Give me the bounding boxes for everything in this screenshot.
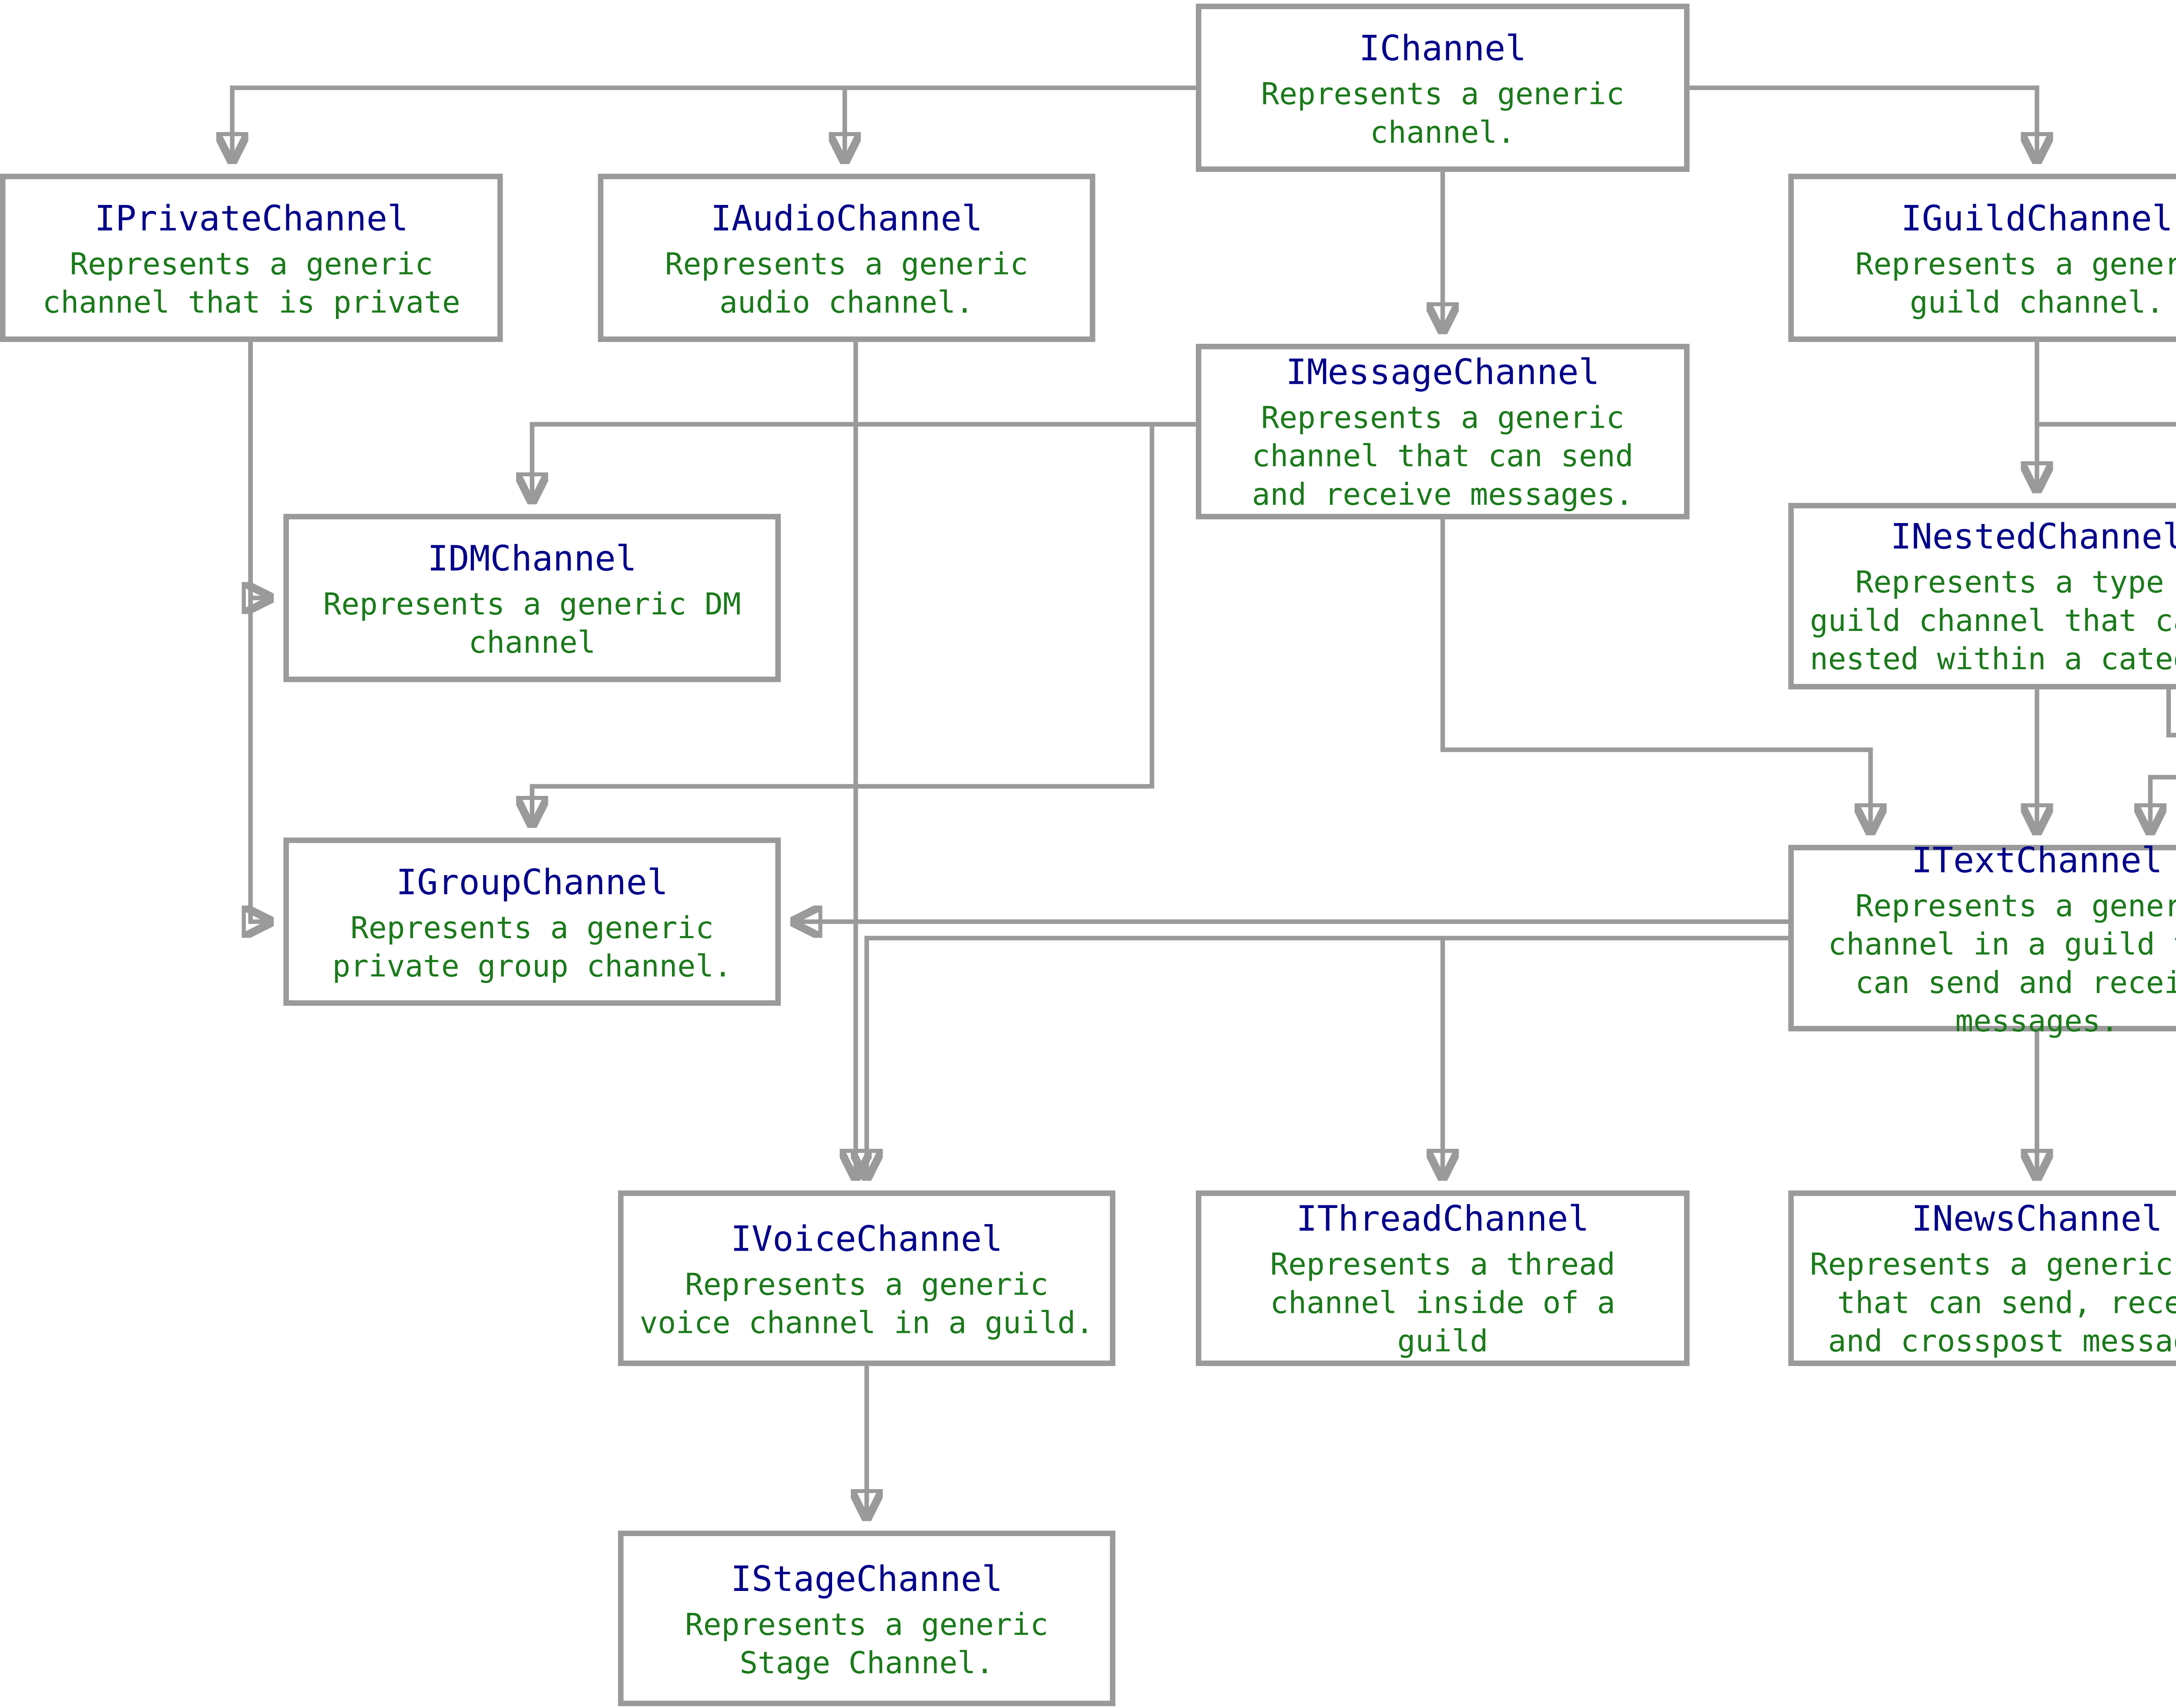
edge-iprivatechannel-igroupchannel <box>251 342 271 922</box>
node-title: IStageChannel <box>731 1559 1003 1599</box>
node-description: Represents a generic channel. <box>1261 76 1625 149</box>
edge-iprivatechannel-idmchannel <box>251 342 271 598</box>
node-igroupchannel[interactable]: IGroupChannel Represents a generic priva… <box>283 837 781 1006</box>
node-title: IThreadChannel <box>1296 1199 1589 1240</box>
node-description: Represents a generic audio channel. <box>665 246 1028 319</box>
node-description: Represents a generic DM channel <box>323 586 741 659</box>
node-description: Represents a thread channel inside of a … <box>1270 1247 1615 1359</box>
node-iaudiochannel[interactable]: IAudioChannel Represents a generic audio… <box>598 174 1095 342</box>
edge-iintegrationchannel-itextchannel <box>2150 775 2176 832</box>
node-description: Represents a generic news that can send,… <box>1810 1247 2176 1359</box>
node-description: Represents a generic channel in a guild … <box>1828 888 2176 1038</box>
edge-inestedchannel-iforumchannel <box>2166 689 2176 738</box>
node-iguildchannel[interactable]: IGuildChannel Represents a generic guild… <box>1788 174 2176 342</box>
edge-itextchannel-ivoicechannel <box>867 936 1789 1178</box>
node-imessagechannel[interactable]: IMessageChannel Represents a generic cha… <box>1195 344 1690 520</box>
node-description: Represents a generic Stage Channel. <box>685 1606 1048 1680</box>
node-title: IVoiceChannel <box>731 1218 1003 1259</box>
node-title: IMessageChannel <box>1286 353 1600 393</box>
node-title: IAudioChannel <box>710 198 983 239</box>
node-title: IGuildChannel <box>1901 198 2173 239</box>
node-title: IDMChannel <box>427 538 637 579</box>
edge-itextchannel-ithreadchannel <box>1443 936 1789 1178</box>
edge-ichannel-iaudiochannel <box>845 85 1196 161</box>
node-description: Represents a type of guild channel that … <box>1810 565 2176 677</box>
node-ichannel[interactable]: IChannel Represents a generic channel. <box>1195 3 1690 172</box>
node-ithreadchannel[interactable]: IThreadChannel Represents a thread chann… <box>1195 1190 1690 1366</box>
node-idmchannel[interactable]: IDMChannel Represents a generic DM chann… <box>283 513 781 682</box>
node-description: Represents a generic channel that is pri… <box>42 246 460 319</box>
node-description: Represents a generic private group chann… <box>332 909 732 983</box>
node-title: IChannel <box>1359 28 1527 69</box>
node-description: Represents a generic voice channel in a … <box>639 1266 1094 1340</box>
edge-ichannel-iguildchannel <box>1689 85 2037 161</box>
node-inestedchannel[interactable]: INestedChannel Represents a type of guil… <box>1788 503 2176 690</box>
node-title: ITextChannel <box>1911 840 2163 881</box>
edge-iguildchannel-iintegrationchannel <box>2037 422 2176 427</box>
node-itextchannel[interactable]: ITextChannel Represents a generic channe… <box>1788 840 2176 1038</box>
node-ivoicechannel[interactable]: IVoiceChannel Represents a generic voice… <box>618 1190 1115 1366</box>
node-inewschannel[interactable]: INewsChannel Represents a generic news t… <box>1788 1190 2176 1366</box>
node-title: IPrivateChannel <box>94 198 409 239</box>
node-description: Represents a generic channel that can se… <box>1252 400 1634 512</box>
node-istagechannel[interactable]: IStageChannel Represents a generic Stage… <box>618 1530 1115 1706</box>
edge-imessagechannel-idmchannel <box>532 422 1196 501</box>
node-title: INestedChannel <box>1891 517 2176 558</box>
edge-ichannel-iprivatechannel <box>232 85 1196 161</box>
node-description: Represents a generic guild channel. <box>1855 246 2176 319</box>
node-title: INewsChannel <box>1911 1199 2163 1240</box>
node-iprivatechannel[interactable]: IPrivateChannel Represents a generic cha… <box>0 174 503 342</box>
node-title: IGroupChannel <box>396 862 668 903</box>
